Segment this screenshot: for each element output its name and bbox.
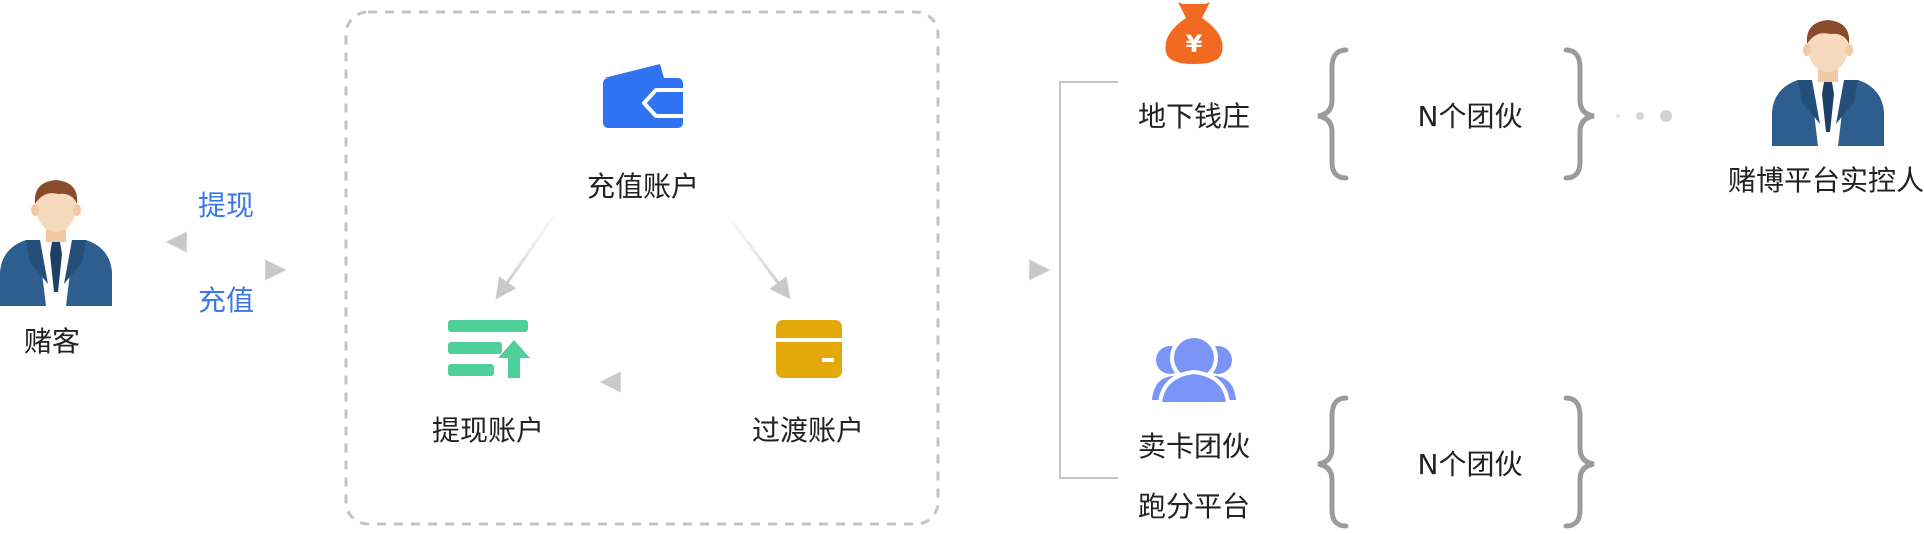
transit-account-label: 过渡账户: [752, 414, 864, 447]
card-icon: [776, 320, 842, 378]
recharge-account-label: 充值账户: [587, 170, 699, 203]
underground-bank-label: 地下钱庄: [1138, 100, 1250, 133]
withdraw-account-label: 提现账户: [432, 414, 544, 447]
bottom-left-brace: [1317, 395, 1349, 529]
underground-bank-node: ¥ 地下钱庄: [1138, 2, 1250, 133]
bottom-group: N个团伙: [1317, 395, 1595, 529]
withdraw-account-node: 提现账户: [432, 320, 544, 447]
gambler-person-icon: [0, 180, 112, 306]
bottom-right-brace: [1563, 395, 1595, 529]
gambler-label: 赌客: [24, 325, 80, 358]
withdraw-stack-icon: [448, 320, 530, 378]
people-icon: [1152, 334, 1236, 406]
transit-account-node: 过渡账户: [752, 320, 864, 447]
card-gang-label: 卖卡团伙: [1138, 430, 1250, 463]
wallet-icon: [603, 64, 683, 128]
controller-person-icon: [1772, 20, 1884, 146]
ellipsis-dots: [1616, 110, 1672, 122]
yen-symbol: ¥: [1186, 30, 1203, 58]
top-group-label: N个团伙: [1418, 100, 1523, 133]
score-platform-label: 跑分平台: [1138, 490, 1250, 523]
gambler-edges: 提现 充值: [165, 189, 287, 317]
top-left-brace: [1317, 47, 1349, 181]
recharge-to-transit-arrow: [726, 215, 791, 300]
branch-bracket: [1059, 81, 1118, 479]
money-bag-icon: ¥: [1165, 2, 1223, 64]
accounts-group-box: [344, 10, 940, 526]
bottom-group-label: N个团伙: [1418, 448, 1523, 481]
recharge-account-node: 充值账户: [587, 64, 699, 203]
platform-controller-label: 赌博平台实控人: [1728, 164, 1924, 197]
gambler-node: 赌客: [0, 180, 112, 358]
top-group: N个团伙: [1317, 47, 1595, 181]
platform-controller-node: 赌博平台实控人: [1728, 20, 1924, 197]
recharge-edge-label: 充值: [198, 284, 254, 317]
card-gang-node: 卖卡团伙 跑分平台: [1138, 334, 1250, 523]
top-right-brace: [1563, 47, 1595, 181]
recharge-to-withdraw-arrow: [495, 215, 556, 300]
withdraw-edge-label: 提现: [198, 189, 254, 222]
